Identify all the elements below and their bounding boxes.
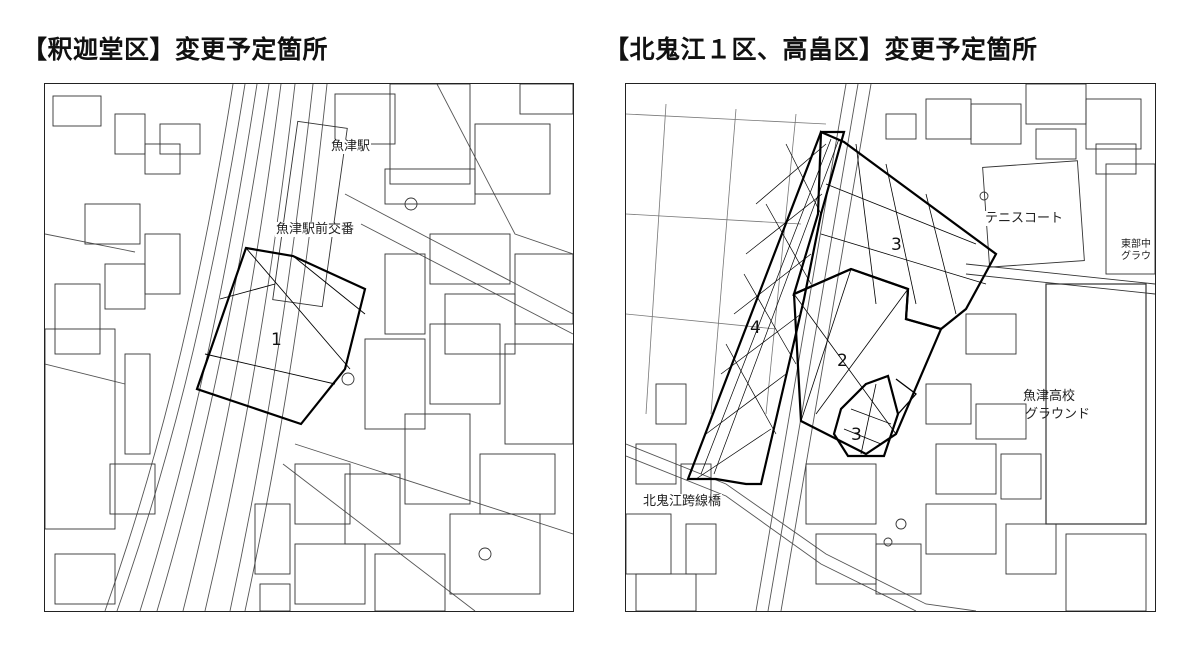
police-box-label: 魚津駅前交番 (275, 222, 356, 237)
ground-label-cutoff: グラウ (1121, 251, 1151, 262)
kitaonie-takabatake-map[interactable]: テニスコート 魚津高校 グラウンド 北鬼江跨線橋 東部中 グラウ 2 3 3 4 (625, 83, 1156, 612)
right-map-title: 【北鬼江１区、高畠区】変更予定箇所 (604, 35, 1038, 64)
area-4-label: 4 (750, 318, 761, 338)
school-ground-label-2: グラウンド (1025, 407, 1091, 422)
shakado-map-drawing (45, 84, 573, 611)
tobu-junior-high-label: 東部中 (1121, 239, 1151, 250)
area-1-label: 1 (271, 330, 282, 350)
shakado-map[interactable]: 魚津駅 魚津駅前交番 1 (44, 83, 574, 612)
area-3-lower-label: 3 (851, 425, 862, 445)
uozu-station-label: 魚津駅 (330, 139, 372, 154)
kitaonie-bridge-label: 北鬼江跨線橋 (642, 494, 723, 509)
school-ground-label-1: 魚津高校 (1023, 389, 1076, 404)
area-2-label: 2 (837, 351, 848, 371)
kitaonie-map-drawing (626, 84, 1155, 611)
tennis-court-label: テニスコート (984, 211, 1065, 226)
area-3-upper-label: 3 (891, 235, 902, 255)
left-map-title: 【釈迦堂区】変更予定箇所 (22, 35, 329, 64)
